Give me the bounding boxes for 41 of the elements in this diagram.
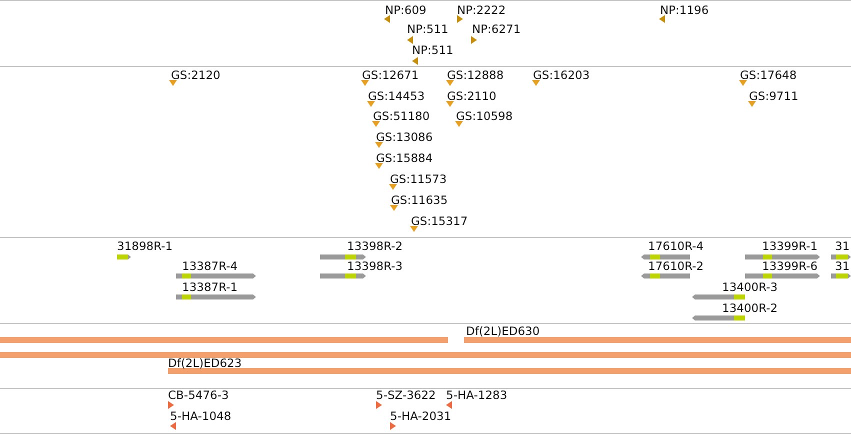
feature-label: CB-5476-3 [168,389,229,402]
feature-label: GS:11635 [391,194,448,207]
feature-label: Df(2L)ED630 [466,325,540,338]
feature-label: GS:13086 [376,131,433,144]
feature-label: 5-HA-2031 [390,410,452,423]
feature-label: NP:511 [407,23,448,36]
feature-label: GS:15317 [411,215,468,228]
feature-label: GS:14453 [368,90,425,103]
feature-label: 31 [835,260,850,273]
feature-label: NP:511 [412,44,454,57]
feature-label: GS:2110 [447,90,496,103]
feature-label: GS:12888 [447,69,504,82]
feature-label: 13398R-2 [347,240,403,253]
feature-label: GS:51180 [373,110,430,123]
feature-label: 5-SZ-3622 [376,389,436,402]
feature-label: NP:609 [385,4,426,17]
feature-label: GS:16203 [533,69,590,82]
feature-label: 5-HA-1048 [170,410,232,423]
feature-label: NP:1196 [660,4,709,17]
feature-label: GS:11573 [390,173,447,186]
feature-label: 31 [835,240,850,253]
feature-label: 13398R-3 [347,260,403,273]
feature-label: 13400R-2 [722,302,778,315]
feature-label: 13399R-1 [762,240,818,253]
feature-label: NP:2222 [457,4,506,17]
feature-label: GS:15884 [376,152,433,165]
feature-label: 5-HA-1283 [446,389,508,402]
feature-label: 17610R-4 [648,240,704,253]
feature-label: 31898R-1 [117,240,173,253]
feature-label: 13387R-4 [182,260,238,273]
feature-label: 17610R-2 [648,260,704,273]
feature-label: GS:12671 [362,69,419,82]
feature-label: GS:9711 [749,90,798,103]
feature-label: Df(2L)ED623 [168,357,242,370]
feature-label: GS:10598 [456,110,513,123]
feature-label: NP:6271 [472,23,521,36]
feature-label: GS:2120 [171,69,220,82]
feature-label: 13387R-1 [182,281,238,294]
feature-label: GS:17648 [740,69,797,82]
feature-label: 13399R-6 [762,260,818,273]
feature-label: 13400R-3 [722,281,778,294]
